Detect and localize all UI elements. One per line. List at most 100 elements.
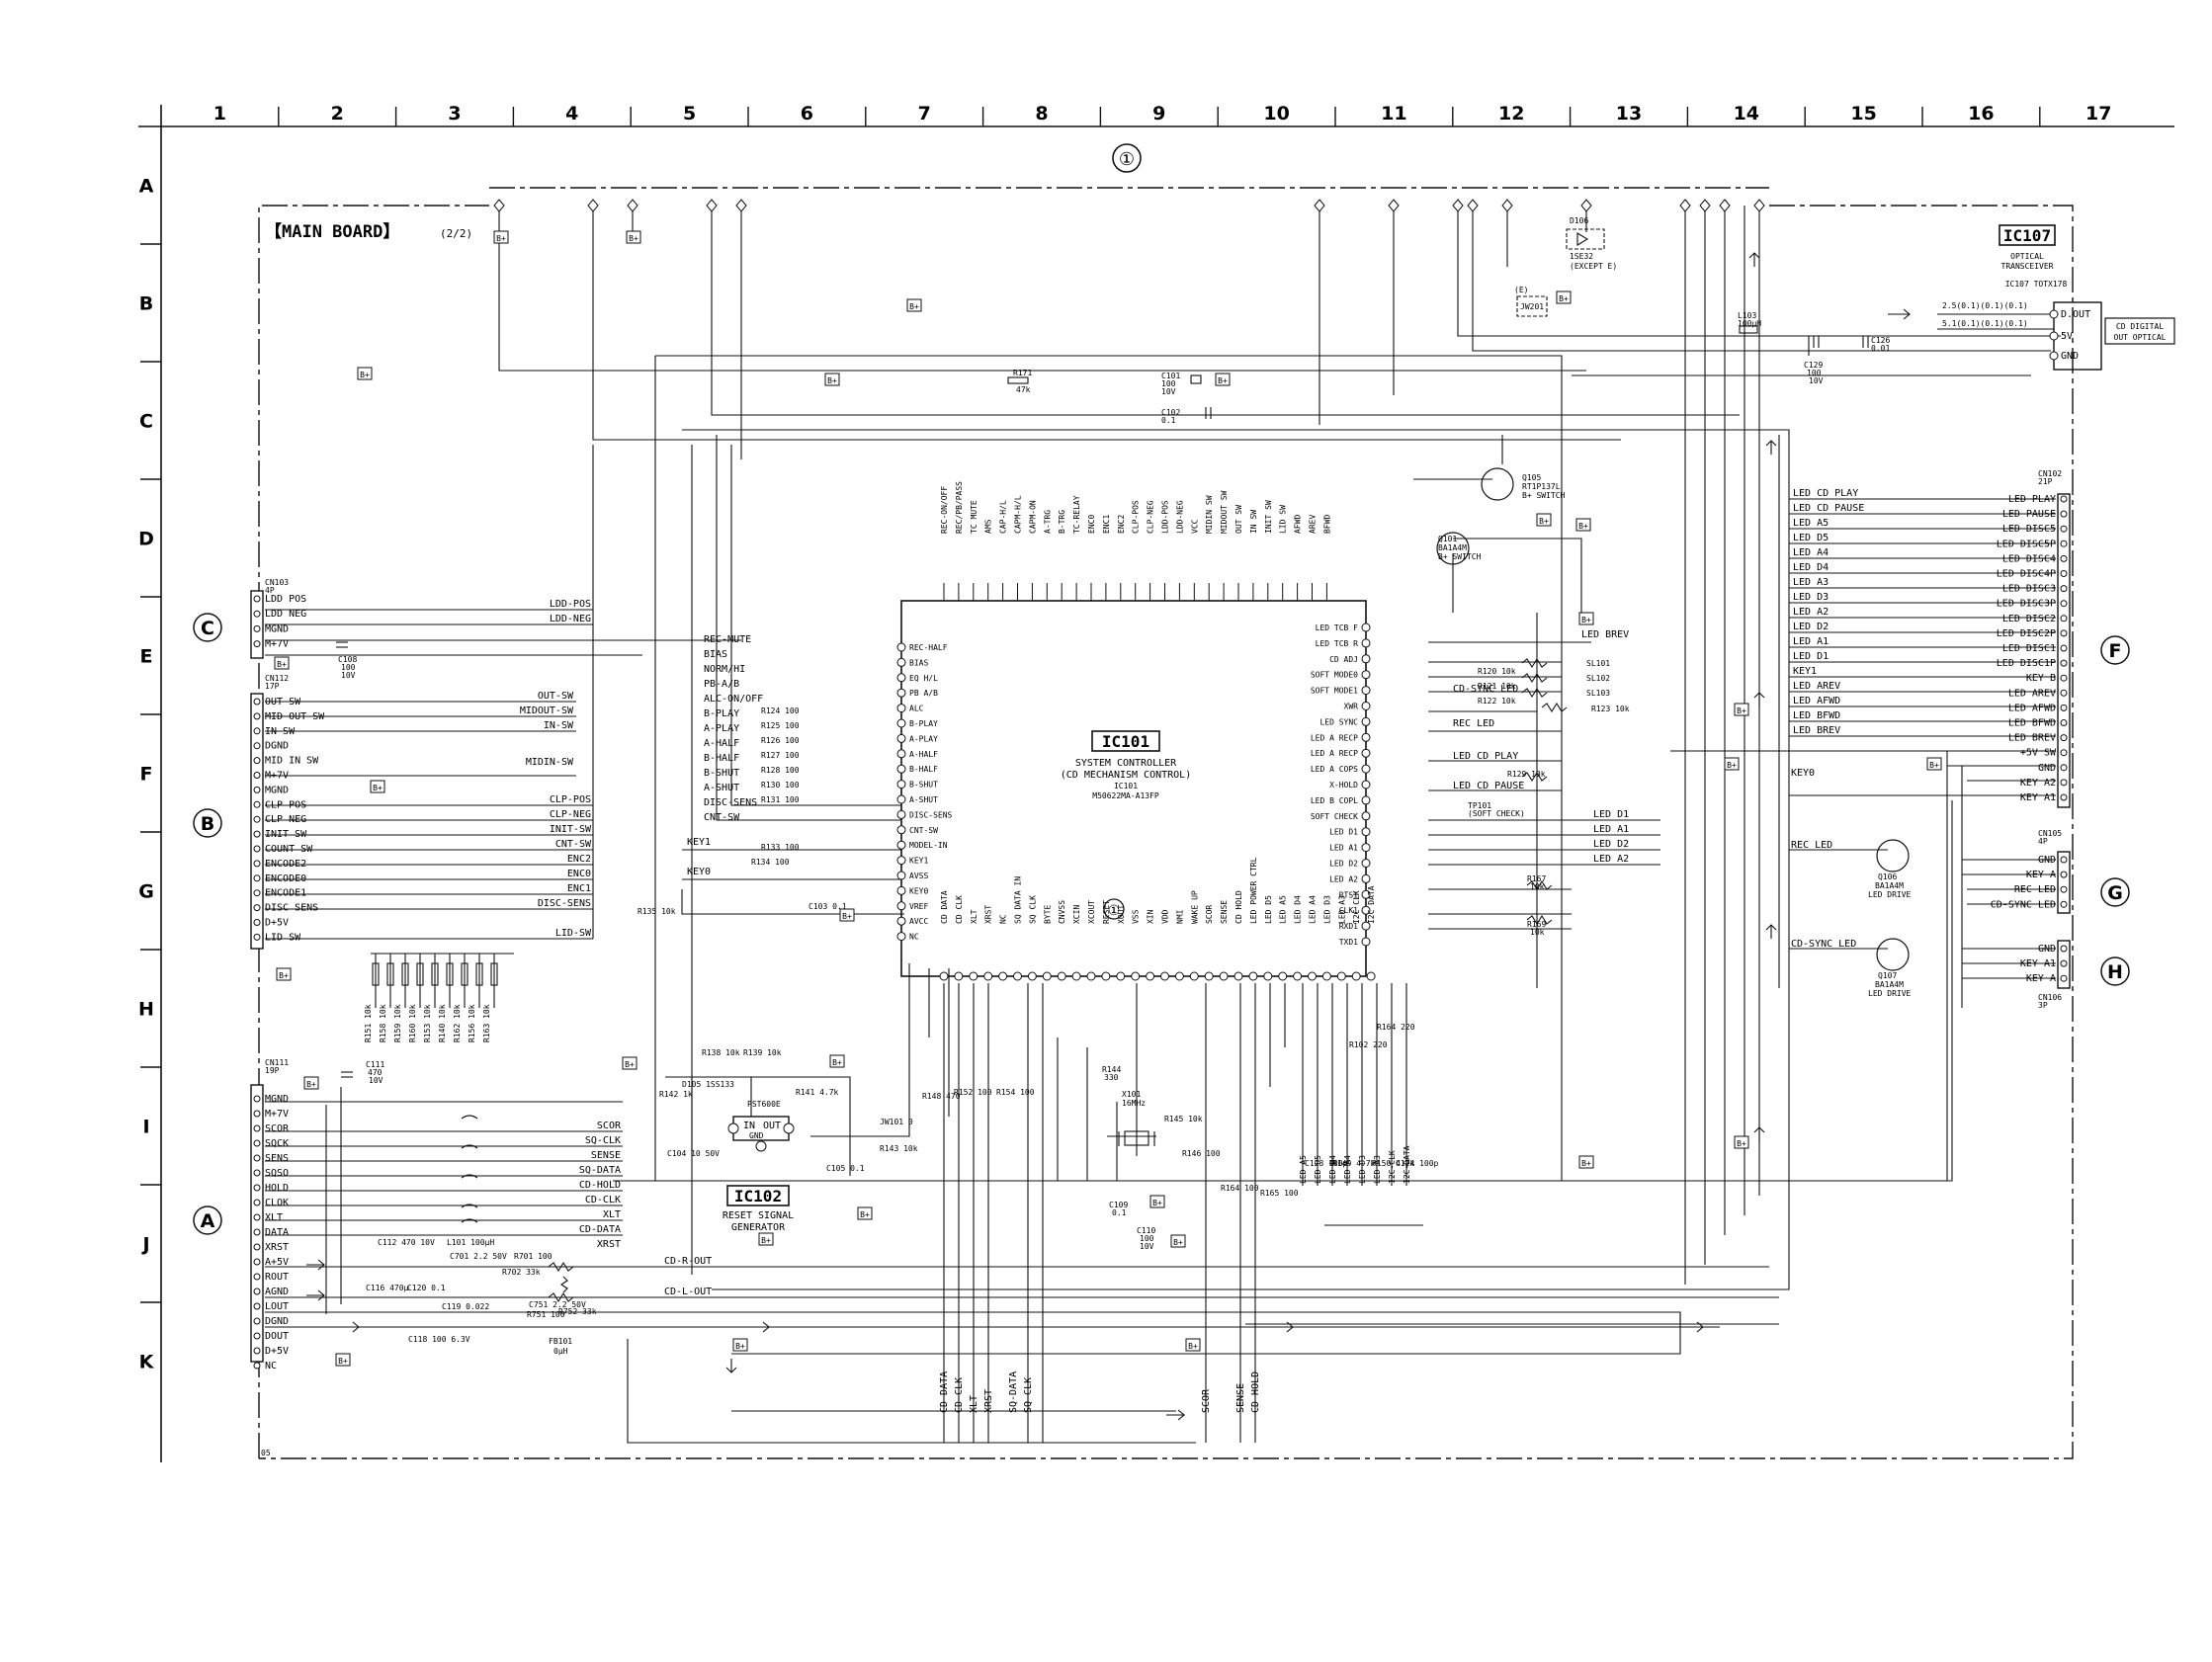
svg-text:C110: C110 — [1137, 1226, 1155, 1235]
svg-text:10k: 10k — [1530, 928, 1545, 937]
ic101-left-pin-label: A-HALF — [909, 750, 938, 759]
pin-resistor-label: R130 100 — [761, 781, 800, 789]
ic101-right-net: LED D1 — [1593, 809, 1629, 820]
svg-text:47k: 47k — [1016, 385, 1031, 394]
f-side-net-label: LED D1 — [1793, 651, 1829, 662]
b-plus-tag-box — [732, 1338, 748, 1352]
ic107-pin-5v: 5V — [2061, 331, 2073, 342]
ic101-top-pin-label: CLP-NEG — [1147, 500, 1155, 534]
b-plus-tag-box — [370, 780, 385, 793]
ic101-bottom-pin-label: XIN — [1147, 909, 1155, 924]
b-plus-tag: B+ — [1929, 761, 1939, 770]
f-side-net-label: LED D3 — [1793, 592, 1829, 603]
connector-cn111: CN111 19P MGNDM+7VSCORSQCKSENSSQSOHOLDCL… — [193, 1058, 290, 1371]
b-plus-tag-box — [1556, 291, 1572, 304]
b-plus-tag-box — [626, 230, 641, 244]
svg-text:D106: D106 — [1570, 216, 1588, 225]
connector-pin — [253, 712, 261, 720]
harness-net-label: MIDIN-SW — [526, 757, 574, 768]
rb-part-label: R149 4.7k — [1332, 1159, 1376, 1168]
audio-part-label: L101 100µH — [447, 1238, 494, 1247]
f-side-net-label: LED A3 — [1793, 577, 1829, 588]
ic102: IN OUT GND PST600E IC102 RESET SIGNAL GE… — [723, 1100, 795, 1233]
connector-pin — [253, 1302, 261, 1310]
ic101-left-pin — [896, 718, 906, 728]
harness-net-label: CD-DATA — [579, 1224, 621, 1235]
xtal-part-label: R145 10k — [1164, 1115, 1203, 1123]
ic101-left-net: B-SHUT — [704, 768, 739, 779]
connector-pin-label: LED DISC1P — [1997, 658, 2056, 669]
connector-letter-f: F — [2109, 640, 2122, 662]
ic101-right-pin — [1361, 827, 1371, 837]
reset-part-label: R154 100 — [996, 1088, 1035, 1097]
ic101-desc-3: IC101 — [1114, 782, 1138, 790]
reset-part-label: R148 470 — [922, 1092, 961, 1101]
ic101-left-pin-label: KEY0 — [909, 886, 928, 895]
f-side-net-label: LED CD PAUSE — [1793, 503, 1864, 514]
sheet-subtitle: (2/2) — [440, 227, 472, 240]
ic101-top-pin-label: CLP-POS — [1132, 500, 1141, 534]
b-plus-tag-box — [1926, 757, 1942, 771]
ic101-bottom-pin-label: SQ CLK — [1028, 895, 1037, 924]
ic101-left-net: PB-A/B — [704, 679, 739, 690]
ic101-bottom-pin — [1013, 971, 1022, 981]
harness-net-label: SQ-CLK — [585, 1135, 621, 1146]
ic101-bottom-pin-label: XOUT — [1117, 905, 1126, 924]
ic101-bottom-net: SENSE — [1235, 1383, 1246, 1413]
xtal-part-label: R165 100 — [1260, 1189, 1299, 1198]
ic101-bottom-pin — [1131, 971, 1141, 981]
connector-pin — [2060, 585, 2068, 593]
connector-pin-label: +5V SW — [2020, 748, 2057, 759]
ic101-right-pin — [1361, 795, 1371, 805]
audio-part-label: R701 100 — [514, 1252, 553, 1261]
connector-pin-label: DGND — [265, 741, 289, 752]
ic101-right-pin-label: SOFT MODE1 — [1311, 687, 1358, 696]
b-plus-tag-box — [1149, 1195, 1165, 1208]
b-plus-tag-box — [493, 230, 509, 244]
connector-pin — [2060, 510, 2068, 518]
ic101-left-net: A-SHUT — [704, 783, 739, 793]
b-plus-tag-box — [839, 908, 855, 922]
svg-text:CN103: CN103 — [265, 578, 289, 587]
connector-pin — [253, 1213, 261, 1221]
ic101-bottom-pin-label: LED POWER CTRL — [1249, 857, 1258, 924]
ic107-sig-2: 5.1(0.1)(0.1)(0.1) — [1942, 319, 2028, 328]
ic101-left-net: KEY0 — [687, 867, 711, 877]
connector-pin-label: LED BFWD — [2008, 718, 2056, 729]
svg-text:(E): (E) — [1514, 286, 1528, 294]
connector-pin-label: KEY B — [2026, 673, 2056, 684]
ic101-left-pin — [896, 657, 906, 667]
ic101-bottom-pin — [1308, 971, 1317, 981]
connector-pin-label: XRST — [265, 1242, 289, 1253]
svg-text:SL103: SL103 — [1586, 689, 1610, 698]
ic101-bottom-pin-label: SQ DATA IN — [1014, 876, 1023, 924]
ic101-right-pin-label: CLK1 — [1339, 906, 1358, 915]
ic101-bottom-right-net: LED A5 — [1299, 1155, 1308, 1184]
connector-pin-label: NC — [265, 1361, 277, 1371]
connector-pin-label: LDD POS — [265, 594, 306, 605]
ic101-left-net: CNT-SW — [704, 812, 740, 823]
grid-col-13: 13 — [1616, 103, 1642, 125]
connector-pin — [2060, 900, 2068, 908]
reset-part-label: R139 10k — [743, 1048, 782, 1057]
ic101-left-pin-label: KEY1 — [909, 857, 928, 866]
connector-pin-label: IN SW — [265, 726, 296, 737]
svg-text:RT1P137L: RT1P137L — [1522, 482, 1561, 491]
pin-resistor-label: R127 100 — [761, 751, 800, 760]
ic101-right-net: LED D2 — [1593, 839, 1629, 850]
b-plus-tag-box — [335, 1353, 351, 1367]
ic101-bottom-pin — [1174, 971, 1184, 981]
harness-net-label: ENC1 — [567, 883, 591, 894]
b-plus-tag-box — [758, 1232, 774, 1246]
connector-pin-label: M+7V — [265, 1109, 289, 1120]
ic101-bottom-pin — [939, 971, 949, 981]
ic101-left-net: B-PLAY — [704, 708, 739, 719]
b-plus-tag-box — [622, 1056, 638, 1070]
passive-symbols — [336, 228, 1869, 1303]
rb-part-label: C123 100p — [1305, 1159, 1348, 1168]
svg-text:3P: 3P — [2038, 1001, 2048, 1010]
svg-text:LED DRIVE: LED DRIVE — [1868, 989, 1912, 998]
ic101-bottom-pin — [1071, 971, 1081, 981]
ic101-bottom-pin — [1042, 971, 1052, 981]
